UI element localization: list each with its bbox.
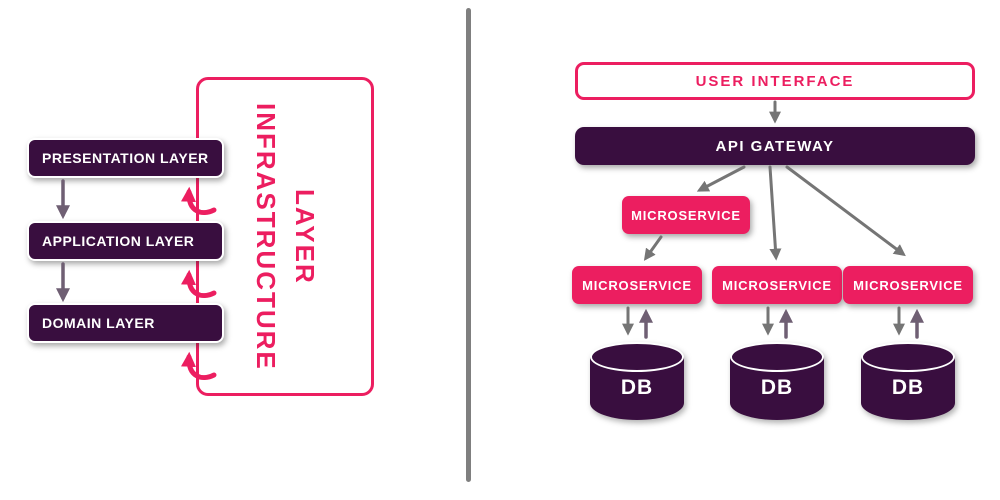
infrastructure-layer-label: INFRASTRUCTURE LAYER [251,102,320,371]
microservice-box-mid: MICROSERVICE [622,196,750,234]
database-cylinder-3: DB [861,342,955,422]
application-layer-label: APPLICATION LAYER [42,233,195,249]
db-label: DB [620,376,654,399]
domain-layer-box: DOMAIN LAYER [27,303,224,343]
api-gateway-label: API GATEWAY [715,137,835,155]
db-label: DB [760,376,794,399]
microservice-box-1: MICROSERVICE [572,266,702,304]
db-cylinder-top-ellipse [861,342,955,372]
microservice-box-2: MICROSERVICE [712,266,842,304]
arrow-gateway-to-microservice-3 [785,165,906,257]
microservice-label: MICROSERVICE [722,277,832,293]
arrow-gateway-to-microservice-mid [696,165,746,192]
user-interface-box: USER INTERFACE [575,62,975,100]
presentation-layer-label: PRESENTATION LAYER [42,150,209,166]
arrow-microservice-mid-to-microservice-1 [643,235,663,261]
domain-layer-label: DOMAIN LAYER [42,315,155,331]
db-cylinder-top-ellipse [590,342,684,372]
db-cylinder-top-ellipse [730,342,824,372]
microservice-label: MICROSERVICE [582,277,692,293]
database-cylinder-1: DB [590,342,684,422]
api-gateway-box: API GATEWAY [575,127,975,165]
user-interface-label: USER INTERFACE [695,72,855,90]
db-label: DB [891,376,925,399]
presentation-layer-box: PRESENTATION LAYER [27,138,224,178]
divider [466,8,471,482]
microservice-label: MICROSERVICE [853,277,963,293]
application-layer-box: APPLICATION LAYER [27,221,224,261]
microservice-box-3: MICROSERVICE [843,266,973,304]
arrow-gateway-to-microservice-2 [768,165,782,261]
database-cylinder-2: DB [730,342,824,422]
microservice-label: MICROSERVICE [631,207,741,223]
